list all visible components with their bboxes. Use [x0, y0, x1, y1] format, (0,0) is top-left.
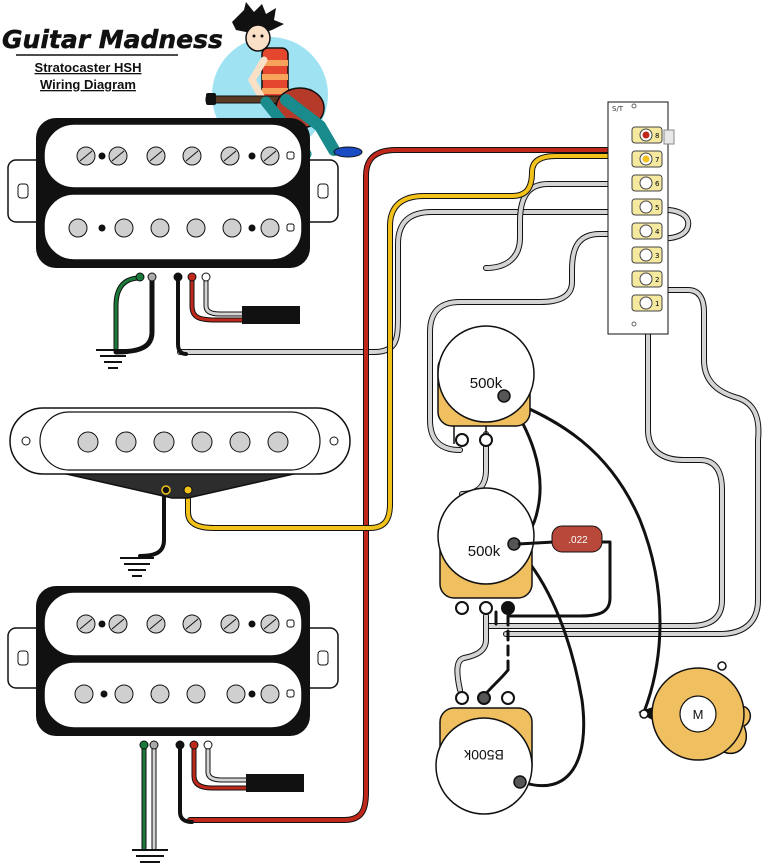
- switch-terminals: 8 7 6 5 4 3 2 1: [631, 126, 663, 312]
- switch-terminal-5: 5: [631, 198, 663, 216]
- switch-terminal-label-6: 6: [655, 180, 660, 188]
- middle-single-coil-poles: [77, 431, 289, 453]
- tone-capacitor: .022: [517, 525, 603, 553]
- blend-pot-shaft: [435, 717, 533, 815]
- bridge-humbucker-coil-top: [43, 591, 303, 657]
- bridge-humbucker-poles: [74, 684, 295, 704]
- black-wire-vol-to-jack: [502, 396, 662, 714]
- neck-black-lead: [176, 276, 188, 356]
- tone-pot-label: 500k: [468, 543, 501, 560]
- bridge-humbucker: [7, 586, 339, 792]
- jack-label: M: [693, 707, 704, 722]
- brand-logo: Guitar Madness: [2, 25, 223, 54]
- neck-shrink-tube: [242, 306, 300, 324]
- switch-label: S/T: [612, 105, 624, 113]
- capacitor-body: [551, 525, 603, 553]
- middle-single-coil: [9, 407, 351, 499]
- neck-humbucker-coil-top: [43, 123, 303, 189]
- tone-pot: 500k: [437, 487, 535, 615]
- switch-terminal-label-7: 7: [655, 156, 659, 164]
- bridge-humbucker-terminals: [139, 740, 213, 750]
- neck-grey-lead: [113, 275, 155, 355]
- header: Guitar Madness Stratocaster HSH Wiring D…: [2, 25, 223, 92]
- switch-terminal-label-2: 2: [655, 276, 659, 284]
- switch-terminal-label-4: 4: [655, 228, 660, 236]
- diagram-title-line2: Wiring Diagram: [40, 77, 136, 92]
- blend-pot: B500k: [435, 691, 533, 815]
- switch-terminal-2: 2: [631, 270, 663, 288]
- bridge-shrink-tube: [246, 774, 304, 792]
- neck-humbucker-coil-bottom: [43, 193, 303, 261]
- switch-terminal-label-3: 3: [655, 252, 659, 260]
- black-wire-cap-ground: [508, 540, 612, 618]
- blend-pot-label: B500k: [463, 747, 504, 763]
- neck-humbucker-screws: [76, 146, 295, 166]
- neck-humbucker: [7, 118, 339, 324]
- output-jack: M: [638, 661, 752, 761]
- wiring: [113, 147, 762, 851]
- tone-pot-shaft: [437, 487, 535, 585]
- switch-terminal-4: 4: [631, 222, 663, 240]
- neck-humbucker-slot-right: [317, 183, 329, 199]
- switch-terminal-6: 6: [631, 174, 663, 192]
- ground-symbol-icon: [132, 849, 168, 863]
- switch-terminal-1: 1: [631, 294, 663, 312]
- diagram-title-line1: Stratocaster HSH: [35, 60, 142, 75]
- black-wire-tone-to-blend: [512, 544, 586, 788]
- switch-terminal-label-5: 5: [655, 204, 659, 212]
- ground-symbol-icon: [96, 349, 130, 369]
- switch-terminal-label-1: 1: [655, 300, 659, 308]
- selector-switch: S/T 8 7 6 5 4 3 2 1: [607, 101, 675, 335]
- bridge-black-lead: [178, 744, 194, 824]
- neck-humbucker-slot-left: [17, 183, 29, 199]
- neck-humbucker-poles: [68, 218, 295, 238]
- volume-pot-shaft: [437, 325, 535, 423]
- jack-center: [679, 695, 717, 733]
- ground-symbol-icon: [120, 557, 154, 577]
- bridge-humbucker-screws: [76, 614, 295, 634]
- middle-black-lead: [138, 490, 166, 558]
- volume-pot-label: 500k: [470, 375, 503, 392]
- switch-terminal-3: 3: [631, 246, 663, 264]
- switch-terminal-label-8: 8: [655, 132, 659, 140]
- bridge-humbucker-coil-bottom: [43, 661, 303, 729]
- neck-humbucker-terminals: [135, 272, 211, 282]
- volume-pot: 500k: [437, 325, 535, 447]
- capacitor-label: .022: [568, 535, 588, 546]
